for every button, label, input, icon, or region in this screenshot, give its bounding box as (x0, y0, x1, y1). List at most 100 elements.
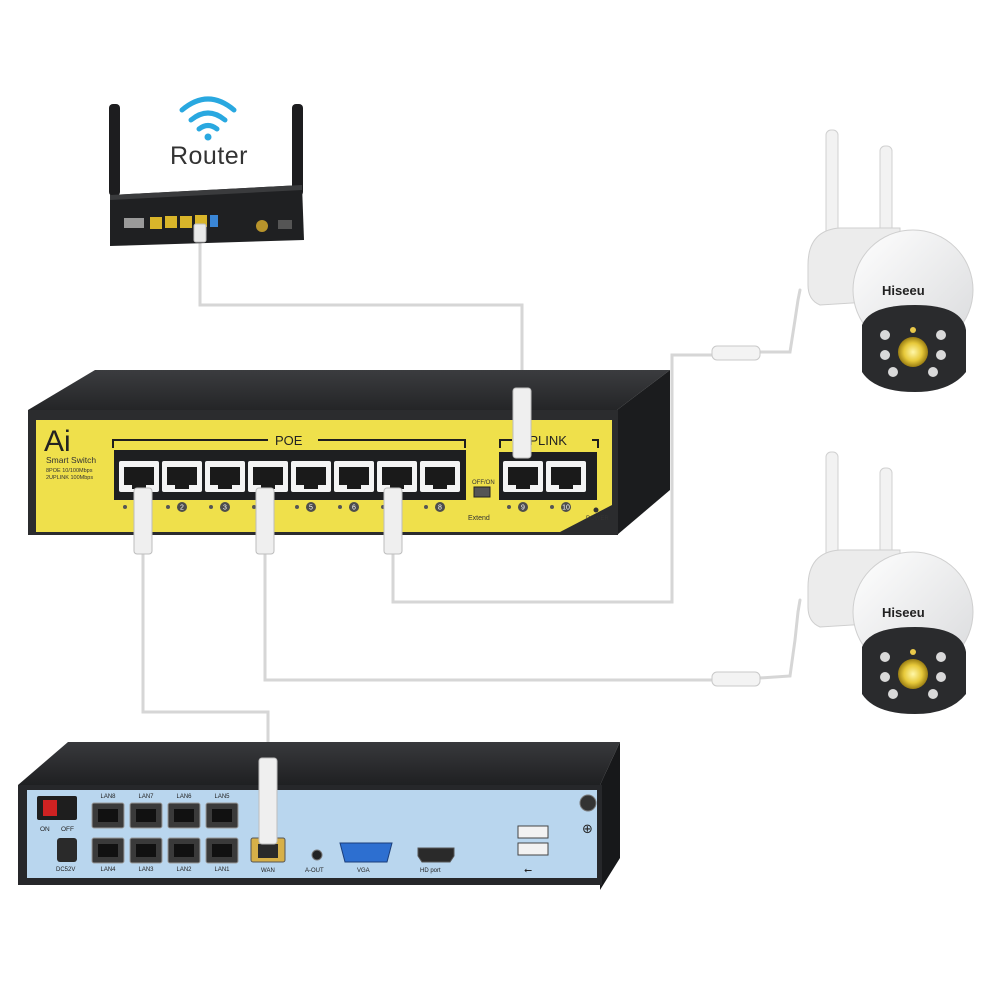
port-number-label: 6 (352, 505, 356, 512)
port-socket (212, 809, 232, 822)
cable-port4-to-camera-2 (263, 553, 714, 682)
aout-label: A-OUT (305, 868, 324, 874)
port-led (424, 505, 428, 509)
usb-port (517, 842, 549, 856)
port-number-badge (220, 502, 230, 512)
port-number-badge (518, 502, 528, 512)
port-number-label: 10 (562, 505, 570, 512)
nvr-lan-label: LAN6 (176, 794, 192, 800)
cable-port1-to-nvr-wan (141, 553, 270, 762)
switch-plugs (133, 387, 532, 555)
usb-port (517, 825, 549, 839)
port-socket (174, 809, 194, 822)
cable-router-to-uplink (198, 238, 524, 397)
hdmi-port (417, 847, 455, 863)
port-socket (382, 467, 412, 489)
wifi-icon (179, 96, 237, 141)
port-socket (124, 467, 154, 489)
port-socket (98, 809, 118, 822)
router-antenna-right (292, 104, 303, 196)
port-socket (508, 467, 538, 489)
extend-label: Extend (468, 515, 490, 522)
camera-connector (711, 671, 761, 687)
uplink-label: UPLINK (520, 433, 567, 448)
camera-connector (711, 345, 761, 361)
switch-ports (119, 461, 586, 492)
port-socket (339, 467, 369, 489)
port-led (123, 505, 127, 509)
port-number-label: 2 (180, 505, 184, 512)
camera-lens (898, 659, 928, 689)
power-led (593, 507, 599, 513)
switch-brand: Ai (44, 425, 71, 458)
port-number-badge (435, 502, 445, 512)
camera-1: Hiseeu (711, 129, 974, 392)
switch-spec-line-1: 8POE 10/100Mbps (46, 468, 93, 474)
port-led (338, 505, 342, 509)
camera-lens (898, 337, 928, 367)
port-led (295, 505, 299, 509)
toggle-label: OFF/ON (472, 480, 495, 486)
camera-brand: Hiseeu (882, 605, 925, 620)
port-led (166, 505, 170, 509)
port-led (252, 505, 256, 509)
switch-top (28, 370, 670, 410)
rj45-plug (258, 757, 278, 845)
port-number-label: 3 (223, 505, 227, 512)
port-socket (551, 467, 581, 489)
router-antenna-left (109, 104, 120, 196)
usb-icon: ⭠ (524, 865, 532, 876)
port-socket (210, 467, 240, 489)
port-socket (136, 809, 156, 822)
port-socket (425, 467, 455, 489)
port-led (507, 505, 511, 509)
poe-label: POE (275, 433, 303, 448)
cables (141, 238, 802, 762)
extend-toggle[interactable] (473, 486, 491, 498)
port-socket (253, 467, 283, 489)
port-number-label: 8 (438, 505, 442, 512)
nvr-screw (579, 794, 597, 812)
switch-spec-line-2: 2UPLINK 100Mbps (46, 475, 93, 481)
port-socket (174, 844, 194, 857)
nvr-lan-label: LAN4 (100, 867, 116, 873)
rj45-plug (193, 223, 207, 243)
router-label: Router (169, 142, 249, 170)
wan-label: WAN (261, 868, 275, 874)
dc-label: DC52V (56, 867, 75, 873)
ground-icon: ⊕ (582, 822, 593, 837)
rj45-plug (255, 487, 275, 555)
power-label: POWER (586, 516, 609, 522)
nvr-lan-label: LAN7 (138, 794, 154, 800)
nvr-lan-label: LAN3 (138, 867, 154, 873)
hdmi-label: HD port (420, 868, 441, 874)
port-socket (136, 844, 156, 857)
cable-camera-2-pigtail (758, 598, 802, 680)
vga-label: VGA (357, 868, 370, 874)
camera-ir-leds (880, 649, 946, 699)
camera-ir-leds (880, 327, 946, 377)
nvr-lan-label: LAN8 (100, 794, 116, 800)
port-socket (296, 467, 326, 489)
port-number-label: 5 (309, 505, 313, 512)
port-number-badge (561, 502, 571, 512)
nvr-lan-label: LAN2 (176, 867, 192, 873)
nvr-lan-ports (91, 802, 239, 864)
nvr-off-label: OFF (61, 826, 74, 833)
nvr-lan-label: LAN5 (214, 794, 230, 800)
nvr-top (18, 742, 620, 785)
port-number-badge (177, 502, 187, 512)
port-socket (212, 844, 232, 857)
port-socket (167, 467, 197, 489)
port-led (209, 505, 213, 509)
camera-brand: Hiseeu (882, 283, 925, 298)
nvr-on-label: ON (40, 826, 50, 833)
port-led (550, 505, 554, 509)
vga-port (339, 842, 393, 863)
cable-port7-to-camera-1 (391, 353, 714, 604)
rj45-plug (383, 487, 403, 555)
router-lan-ports (150, 215, 218, 229)
